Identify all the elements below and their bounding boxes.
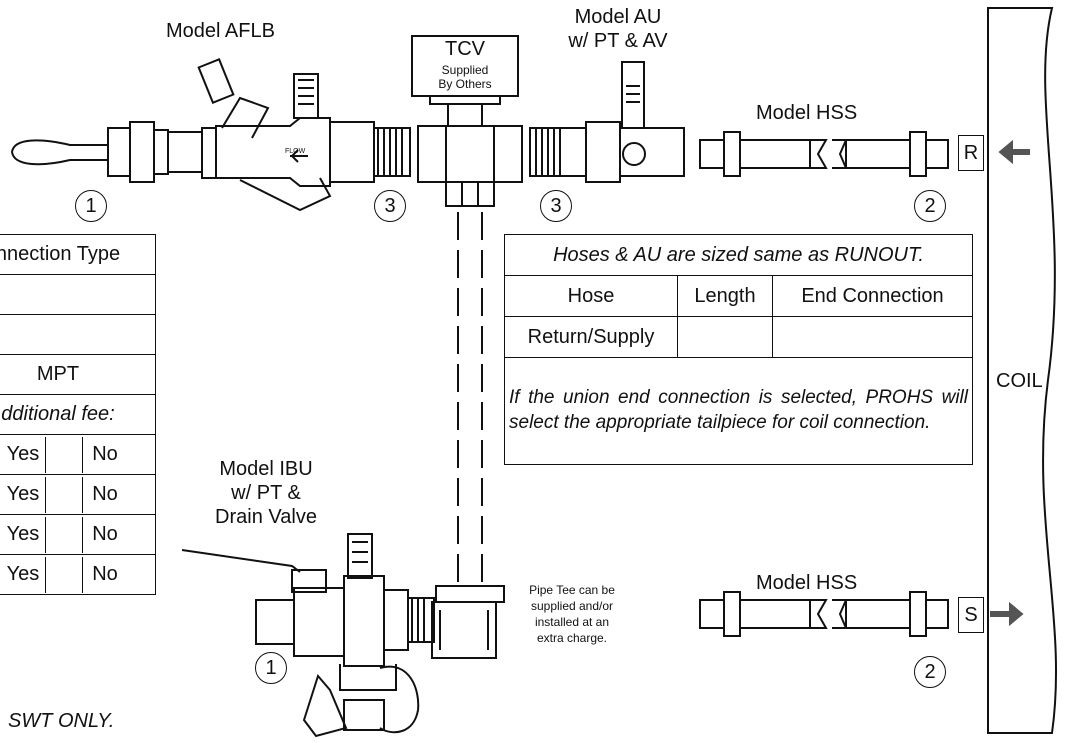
label-coil: COIL [996, 370, 1043, 392]
supply-port-label: S [958, 597, 984, 633]
connection-row-mpt: MPT [0, 354, 156, 395]
label-au-options: w/ PT & AV [568, 30, 668, 52]
no-checkbox[interactable] [45, 556, 83, 593]
aflb-body [215, 117, 331, 187]
tcv-body [417, 125, 523, 183]
dashed-riser [457, 212, 483, 585]
ibu-handle [181, 549, 301, 573]
union-nut [107, 127, 131, 177]
no-label: No [92, 523, 118, 545]
label-ibu-drain: Drain Valve [215, 506, 317, 528]
callout-3-left: 3 [374, 190, 406, 222]
hose-sizing-note: Hoses & AU are sized same as RUNOUT. [504, 234, 973, 276]
label-ibu-pt: w/ PT & [231, 482, 301, 504]
no-label: No [92, 563, 118, 585]
hose-spec-table: Hoses & AU are sized same as RUNOUT. Hos… [504, 234, 973, 465]
yes-label: Yes [6, 563, 40, 585]
option-row: Yes No [0, 514, 156, 555]
yes-label: Yes [6, 523, 40, 545]
option-row: Yes No [0, 434, 156, 475]
ibu-body [343, 575, 385, 667]
connection-type-header: nnection Type [0, 234, 156, 275]
connection-row-2 [0, 314, 156, 355]
union-connection-note: If the union end connection is selected,… [504, 357, 973, 465]
no-checkbox[interactable] [45, 476, 83, 513]
return-supply-row-label: Return/Supply [504, 316, 678, 358]
end-connection-input-cell[interactable] [772, 316, 973, 358]
callout-1-top: 1 [75, 190, 107, 222]
additional-fee-label: dditional fee: [0, 394, 156, 435]
option-row: Yes No [0, 554, 156, 595]
connection-row-1 [0, 274, 156, 315]
yes-label: Yes [6, 483, 40, 505]
callout-2-top: 2 [914, 190, 946, 222]
hose-column-header: Hose [504, 275, 678, 317]
callout-2-bottom: 2 [914, 656, 946, 688]
swt-only-note: SWT ONLY. [8, 710, 115, 732]
pipe-tee [431, 601, 497, 659]
label-model-hss-bottom: Model HSS [756, 572, 858, 594]
length-input-cell[interactable] [677, 316, 773, 358]
label-model-aflb: Model AFLB [166, 20, 275, 42]
option-row: Yes No [0, 474, 156, 515]
valve-handle [10, 139, 109, 166]
no-label: No [92, 483, 118, 505]
no-checkbox[interactable] [45, 436, 83, 473]
label-tcv-supplied: Supplied [441, 63, 489, 77]
end-connection-column-header: End Connection [772, 275, 973, 317]
label-model-au: Model AU [574, 6, 662, 28]
label-model-ibu: Model IBU [219, 458, 313, 480]
label-tcv: TCV [445, 38, 485, 60]
tee-note-1: Pipe Tee can be [529, 583, 615, 597]
yes-label: Yes [6, 443, 40, 465]
length-column-header: Length [677, 275, 773, 317]
no-checkbox[interactable] [45, 516, 83, 553]
coil-outline [987, 7, 1057, 734]
callout-3-right: 3 [540, 190, 572, 222]
tcv-actuator [411, 35, 519, 97]
label-model-hss-top: Model HSS [756, 102, 858, 124]
au-body [619, 127, 685, 177]
aflb-angle-port [221, 96, 270, 139]
label-tcv-by-others: By Others [438, 77, 492, 91]
no-label: No [92, 443, 118, 465]
drain-handle [302, 673, 348, 738]
tee-note-2: supplied and/or [530, 599, 614, 613]
return-port-label: R [958, 135, 984, 171]
label-flow: FLOW [285, 148, 306, 155]
callout-1-bottom: 1 [255, 652, 287, 684]
tee-note-4: extra charge. [536, 631, 608, 645]
au-union [585, 121, 621, 183]
tee-note-3: installed at an [534, 615, 610, 629]
